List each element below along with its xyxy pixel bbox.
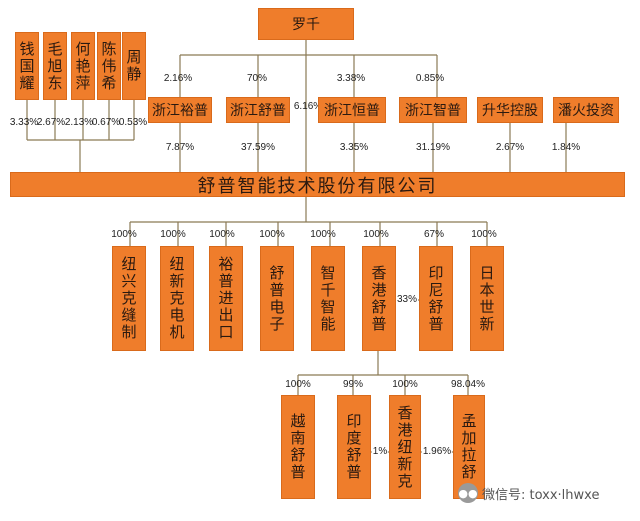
- shareholder-name: 潘火投资: [558, 103, 614, 119]
- individual-pct: 0.53%: [118, 117, 148, 128]
- subsidiary-pct: 100%: [310, 229, 336, 240]
- individual-box: 何艳萍: [71, 32, 95, 100]
- link-pct: 2.16%: [163, 73, 193, 84]
- hk-subsidiary-name: 印度舒普: [344, 413, 363, 481]
- subsidiary-name: 裕普进出口: [216, 256, 235, 341]
- shareholder-name: 浙江舒普: [230, 103, 286, 119]
- subsidiary-pct: 100%: [363, 229, 389, 240]
- top-holder-label: 罗千: [292, 17, 320, 33]
- shareholder-pct: 37.59%: [241, 142, 275, 153]
- subsidiary-pct: 100%: [209, 229, 235, 240]
- hk-subsidiary-pct: 100%: [285, 379, 311, 390]
- subsidiary-name: 智千智能: [318, 264, 337, 333]
- cross-link-pct: 1%: [371, 446, 389, 457]
- shareholder-pct: 3.35%: [339, 142, 369, 153]
- individual-pct: 2.13%: [64, 117, 94, 128]
- shareholder-name: 浙江智普: [405, 103, 461, 119]
- subsidiary-box: 印尼舒普: [419, 246, 453, 351]
- subsidiary-name: 香港舒普: [369, 264, 388, 333]
- watermark-text: 微信号: toxx·lhwxe: [482, 487, 600, 503]
- individual-box: 毛旭东: [43, 32, 67, 100]
- watermark: ●● 微信号: toxx·lhwxe: [458, 483, 599, 503]
- subsidiary-box: 舒普电子: [260, 246, 294, 351]
- shareholder-pct: 7.87%: [165, 142, 195, 153]
- individual-box: 钱国耀: [15, 32, 39, 100]
- individual-pct: 3.33%: [9, 117, 39, 128]
- hk-subsidiary-box: 香港纽新克: [389, 395, 421, 499]
- subsidiary-name: 印尼舒普: [426, 264, 445, 333]
- link-pct: 0.85%: [415, 73, 445, 84]
- hk-subsidiary-pct: 98.04%: [451, 379, 485, 390]
- shareholder-pct: 2.67%: [495, 142, 525, 153]
- subsidiary-name: 纽兴克缝制: [119, 256, 138, 341]
- cross-link-pct: 1.96%: [421, 446, 453, 457]
- shareholder-name: 浙江恒普: [324, 103, 380, 119]
- company-bar: 舒普智能技术股份有限公司: [10, 172, 625, 197]
- subsidiary-pct: 100%: [111, 229, 137, 240]
- wechat-icon: ●●: [458, 483, 478, 503]
- individual-name: 毛旭东: [45, 40, 64, 92]
- shareholder-name: 浙江裕普: [152, 103, 208, 119]
- hk-subsidiary-name: 越南舒普: [288, 413, 307, 481]
- subsidiary-box: 裕普进出口: [209, 246, 243, 351]
- subsidiary-pct: 100%: [259, 229, 285, 240]
- individual-name: 陈伟希: [99, 40, 118, 92]
- shareholder-box: 浙江恒普: [318, 97, 386, 123]
- shareholder-box: 浙江舒普: [226, 97, 290, 123]
- link-pct: 3.38%: [336, 73, 366, 84]
- hk-subsidiary-box: 印度舒普: [337, 395, 371, 499]
- shareholder-box: 浙江裕普: [148, 97, 212, 123]
- individual-pct: 2.67%: [36, 117, 66, 128]
- company-name: 舒普智能技术股份有限公司: [197, 175, 438, 197]
- subsidiary-pct: 67%: [423, 229, 445, 240]
- individual-pct: 0.67%: [91, 117, 121, 128]
- shareholder-pct: 1.84%: [551, 142, 581, 153]
- subsidiary-box: 纽新克电机: [160, 246, 194, 351]
- individual-box: 陈伟希: [97, 32, 121, 100]
- individual-name: 何艳萍: [73, 40, 92, 92]
- individual-name: 周静: [124, 49, 143, 83]
- subsidiary-name: 舒普电子: [267, 264, 286, 333]
- individual-name: 钱国耀: [17, 40, 36, 92]
- subsidiary-box: 香港舒普: [362, 246, 396, 351]
- link-pct: 70%: [246, 73, 268, 84]
- link-pct: 6.16%: [293, 101, 323, 112]
- subsidiary-name: 日本世新: [477, 264, 496, 333]
- hk-subsidiary-name: 香港纽新克: [395, 404, 414, 490]
- hk-subsidiary-box: 孟加拉舒: [453, 395, 485, 499]
- hk-subsidiary-pct: 99%: [342, 379, 364, 390]
- hk-subsidiary-name: 孟加拉舒: [459, 413, 478, 481]
- shareholder-name: 升华控股: [482, 103, 538, 119]
- shareholder-pct: 31.19%: [416, 142, 450, 153]
- hk-subsidiary-box: 越南舒普: [281, 395, 315, 499]
- individual-box: 周静: [122, 32, 146, 100]
- subsidiary-box: 纽兴克缝制: [112, 246, 146, 351]
- shareholder-box: 升华控股: [477, 97, 543, 123]
- subsidiary-pct: 100%: [160, 229, 186, 240]
- subsidiary-box: 智千智能: [311, 246, 345, 351]
- hk-indonesia-pct: 33%: [395, 294, 419, 305]
- subsidiary-pct: 100%: [471, 229, 497, 240]
- top-holder-box: 罗千: [258, 8, 354, 40]
- shareholder-box: 潘火投资: [553, 97, 619, 123]
- subsidiary-name: 纽新克电机: [167, 256, 186, 341]
- shareholder-box: 浙江智普: [399, 97, 467, 123]
- subsidiary-box: 日本世新: [470, 246, 504, 351]
- hk-subsidiary-pct: 100%: [392, 379, 418, 390]
